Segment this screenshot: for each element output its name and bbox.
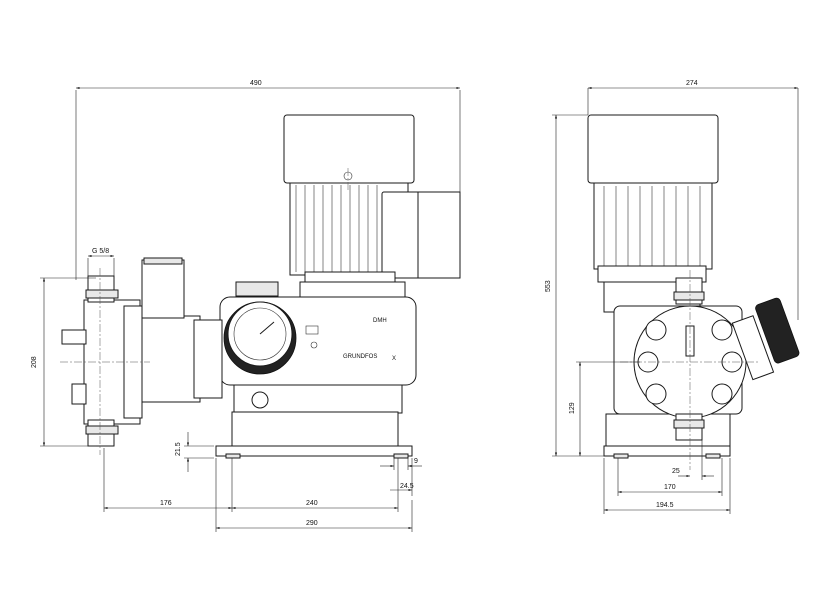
dim-274-label: 274 xyxy=(686,80,698,87)
motor xyxy=(283,114,461,313)
dim-25-label: 25 xyxy=(672,468,680,475)
dim-176-label: 176 xyxy=(160,500,172,507)
dim-height: 208 xyxy=(31,277,96,447)
brand-label: GRUNDFOS xyxy=(343,354,377,360)
dim-129-label: 129 xyxy=(569,402,576,414)
side-motor xyxy=(587,114,719,313)
dim-foot-width: 9 xyxy=(380,458,422,470)
dim-21-5-label: 21.5 xyxy=(175,442,182,456)
dim-offset: 25 xyxy=(672,440,714,480)
dim-bottom-row: 176 240 xyxy=(103,448,399,512)
side-view: 274 553 129 25 170 xyxy=(545,80,800,514)
dim-490-label: 490 xyxy=(250,80,262,87)
model-label: DMH xyxy=(373,318,387,324)
dim-170-label: 170 xyxy=(664,484,676,491)
dim-side-height: 553 xyxy=(545,114,604,457)
stroke-knob xyxy=(223,301,297,375)
dim-240-label: 240 xyxy=(306,500,318,507)
drive-tube xyxy=(139,257,223,403)
dim-208-label: 208 xyxy=(31,356,38,368)
dosing-head xyxy=(61,275,143,447)
dim-24-5-label: 24.5 xyxy=(400,483,414,490)
dim-290-label: 290 xyxy=(306,520,318,527)
front-view: DMH GRUNDFOS X xyxy=(31,80,461,532)
dim-base-width: 194.5 xyxy=(603,458,731,514)
dim-base-offset: 21.5 xyxy=(175,432,214,472)
dim-base-total: 290 xyxy=(215,458,413,532)
dim-foot-offset: 24.5 xyxy=(390,458,414,496)
dim-g58-label: G 5/8 xyxy=(92,248,109,255)
dim-connection: G 5/8 xyxy=(87,248,115,280)
dim-overall-width: 490 xyxy=(75,80,461,280)
dim-553-label: 553 xyxy=(545,280,552,292)
dim-side-width: 274 xyxy=(587,80,799,320)
dim-9-label: 9 xyxy=(414,458,418,465)
base-plate xyxy=(215,391,413,459)
dim-foot-span: 170 xyxy=(617,458,723,496)
brand-mark: X xyxy=(392,356,396,362)
dim-194-5-label: 194.5 xyxy=(656,502,674,509)
dim-axis-height: 129 xyxy=(569,361,640,456)
side-stroke-knob xyxy=(731,297,800,381)
